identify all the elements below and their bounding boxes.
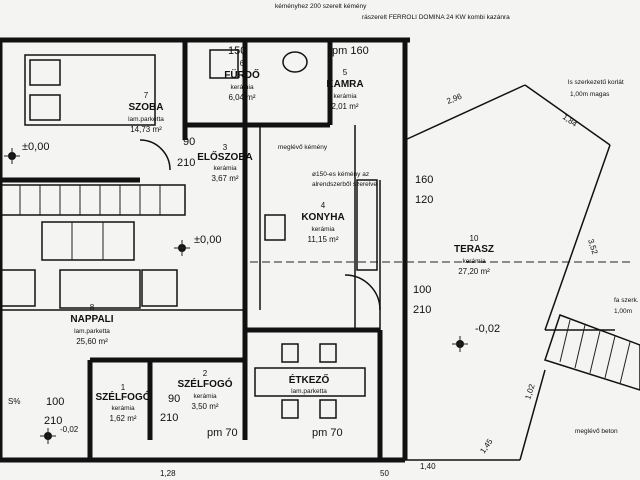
room-number: 4: [321, 201, 326, 210]
furniture: [0, 49, 381, 419]
room-floor: kerámia: [193, 393, 217, 400]
dim-label: 50: [380, 469, 389, 478]
room-hall: 3 ELŐSZOBA kerámia 3,67 m²: [197, 143, 253, 183]
room-name: ÉTKEZŐ: [289, 373, 330, 386]
room-kitchen: 4 KONYHA kerámia 11,15 m²: [301, 201, 344, 244]
room-terrace: 10 TERASZ kerámia 27,20 m²: [454, 234, 494, 276]
note-wood-2: 1,00m: [614, 308, 632, 315]
dim-label: 3,52: [586, 238, 600, 256]
note-existing-chimney: meglévő kémény: [278, 144, 328, 151]
room-name: SZÉLFOGÓ: [96, 390, 151, 403]
dim-label: 2,96: [445, 91, 463, 105]
room-name: KAMRA: [326, 79, 363, 90]
note-concrete: meglévő beton: [575, 428, 618, 435]
staircase-right: [544, 314, 640, 391]
dim-label: 210: [413, 304, 431, 316]
room-number: 7: [144, 91, 149, 100]
dim-label: 100: [46, 396, 64, 408]
room-floor: kerámia: [230, 84, 254, 91]
room-area: 14,73 m²: [130, 125, 162, 134]
room-number: 1: [121, 383, 126, 392]
room-bedroom: 7 SZOBA lam.parketta 14,73 m²: [128, 91, 164, 134]
room-floor: lam.parketta: [128, 116, 164, 123]
dim-label: pm 160: [332, 45, 369, 57]
staircase-upper: [0, 184, 186, 216]
room-area: 11,15 m²: [308, 235, 339, 244]
room-name: KONYHA: [301, 212, 344, 223]
room-name: ELŐSZOBA: [197, 150, 253, 163]
note-railing-2: 1,00m magas: [570, 91, 610, 98]
dim-label: 100: [413, 284, 431, 296]
room-area: 1,62 m²: [109, 414, 136, 423]
dim-label: 210: [177, 157, 195, 169]
dim-label: 1,02: [523, 383, 537, 401]
room-area: 2,01 m²: [331, 102, 358, 111]
room-number: 8: [90, 303, 95, 312]
room-number: 3: [223, 143, 228, 152]
room-living: 8 NAPPALI lam.parketta 25,60 m²: [70, 303, 113, 346]
dim-label: 210: [160, 412, 178, 424]
room-name: TERASZ: [454, 244, 494, 255]
dim-label: 1,40: [420, 462, 436, 471]
room-name: SZÉLFOGÓ: [178, 377, 233, 390]
room-floor: kerámia: [111, 405, 135, 412]
room-number: 6: [240, 59, 245, 68]
room-dining: ÉTKEZŐ lam.parketta: [289, 373, 330, 395]
room-area: 6,04 m²: [228, 93, 255, 102]
dim-label: 1,84: [561, 112, 579, 129]
dim-label: 210: [44, 415, 62, 427]
room-area: 3,50 m²: [191, 402, 218, 411]
room-floor: kerámia: [213, 165, 237, 172]
room-floor: lam.parketta: [291, 388, 327, 395]
level-label: ±0,00: [22, 141, 49, 153]
room-area: 27,20 m²: [458, 267, 490, 276]
room-floor: kerámia: [333, 93, 357, 100]
dim-label: pm 70: [207, 427, 238, 439]
room-windbreak: 2 SZÉLFOGÓ kerámia 3,50 m²: [178, 369, 233, 411]
room-floor: lam.parketta: [74, 328, 110, 335]
room-floor: kerámia: [462, 258, 486, 265]
room-name: SZOBA: [129, 102, 164, 113]
bed: [24, 54, 156, 126]
level-label: -0,02: [60, 425, 79, 434]
room-number: 5: [343, 68, 348, 77]
room-bathroom: 6 FÜRDŐ kerámia 6,04 m²: [224, 59, 260, 102]
note-boiler: rászerelt FERROLI DOMINA 24 KW kombi kaz…: [362, 14, 510, 21]
room-floor: kerámia: [311, 226, 335, 233]
room-number: 10: [470, 234, 479, 243]
level-label: ±0,00: [194, 234, 221, 246]
dim-label: 1,45: [478, 437, 495, 455]
level-label: -0,02: [475, 323, 500, 335]
level-markers: [4, 148, 468, 444]
slope-label: S%: [8, 397, 20, 406]
room-name: FÜRDŐ: [224, 68, 260, 81]
dim-label: 90: [168, 393, 180, 405]
note-railing-1: ls szerkezetű korlát: [568, 79, 624, 86]
room-area: 25,60 m²: [76, 337, 108, 346]
note-flue-2: alrendszerből szerelve: [312, 181, 377, 188]
dim-label: 120: [415, 194, 433, 206]
room-number: 2: [203, 369, 208, 378]
room-pantry: 5 KAMRA kerámia 2,01 m²: [326, 68, 363, 111]
walls: [0, 37, 410, 463]
room-entry: 1 SZÉLFOGÓ kerámia 1,62 m²: [96, 383, 151, 423]
thin-lines: [0, 84, 630, 461]
dim-label: 150: [228, 45, 246, 57]
dim-label: pm 70: [312, 427, 343, 439]
room-name: NAPPALI: [70, 314, 113, 325]
room-area: 3,67 m²: [211, 174, 238, 183]
note-wood-1: fa szerk.: [614, 297, 639, 304]
dim-label: 90: [183, 136, 195, 148]
dim-label: 1,28: [160, 469, 176, 478]
note-chimney: kéményhez 200 szerelt kémény: [275, 3, 367, 10]
note-flue-1: ø150-es kémény az: [312, 171, 369, 178]
dim-label: 160: [415, 174, 433, 186]
